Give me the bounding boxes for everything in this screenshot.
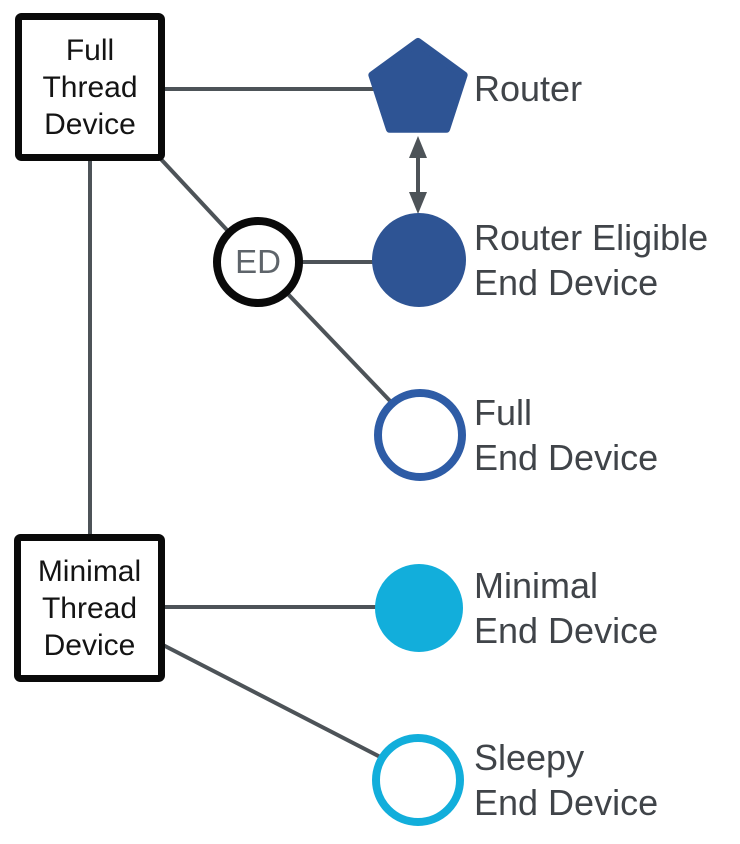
router-node-pentagon (368, 38, 468, 133)
bidirectional-arrow-icon (409, 136, 427, 214)
minimal-thread-device-label-line3: Device (43, 628, 136, 662)
full-thread-device-label-line1: Full (65, 33, 115, 67)
sleepy-end-device-node-circle (372, 734, 464, 826)
minimal-thread-device-label: Minimal Thread Device (14, 534, 165, 682)
edge-full-thread-device-ed (156, 154, 242, 246)
sleepy-end-device-label: Sleepy End Device (474, 735, 658, 825)
router-eligible-end-device-label: Router Eligible End Device (474, 215, 708, 305)
full-thread-device-label: Full Thread Device (15, 13, 165, 161)
minimal-end-device-label-line1: Minimal (474, 565, 599, 606)
full-thread-device-box (15, 13, 165, 161)
ed-node-circle (213, 217, 303, 307)
full-end-device-node-circle (374, 389, 466, 481)
full-end-device-label-line1: Full (474, 392, 533, 433)
full-end-device-label: Full End Device (474, 390, 658, 480)
ed-label: ED (235, 243, 281, 280)
router-eligible-end-device-node-circle (372, 213, 466, 307)
minimal-end-device-node-circle (375, 564, 463, 652)
router-eligible-end-device-label-line2: End Device (474, 262, 659, 303)
edge-ed-full-end-device (284, 290, 394, 405)
bidirectional-arrow-head-down (409, 192, 427, 214)
full-thread-device-label-line2: Thread (42, 70, 138, 104)
bidirectional-arrow-head-up (409, 136, 427, 158)
full-thread-device-label-line3: Device (44, 107, 136, 141)
router-eligible-end-device-label-line1: Router Eligible (474, 217, 709, 258)
sleepy-end-device-label-line1: Sleepy (474, 737, 585, 778)
edge-minimal-thread-device-sleepy-end-device (162, 643, 391, 764)
minimal-end-device-label-line2: End Device (474, 610, 659, 651)
sleepy-end-device-label-line2: End Device (474, 782, 659, 823)
router-label: Router (474, 68, 583, 109)
minimal-thread-device-box (14, 534, 165, 682)
minimal-end-device-label: Minimal End Device (474, 563, 658, 653)
minimal-thread-device-label-line1: Minimal (37, 554, 142, 588)
full-end-device-label-line2: End Device (474, 437, 659, 478)
minimal-thread-device-label-line2: Thread (41, 591, 138, 625)
